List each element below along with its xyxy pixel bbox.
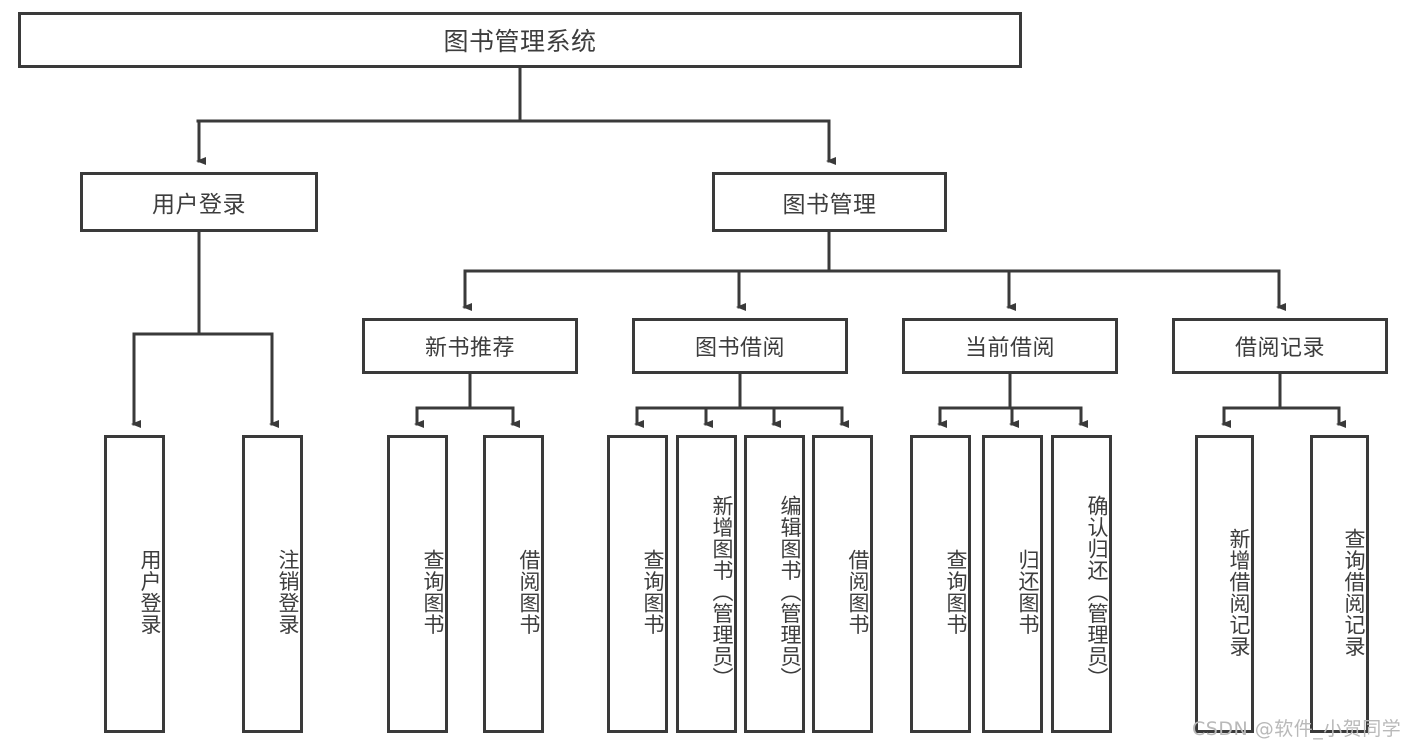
leaf-label: 查询图书 <box>421 549 445 635</box>
node-book-borrow-label: 图书借阅 <box>694 336 785 361</box>
leaf-label: 查询借阅记录 <box>1342 527 1366 657</box>
leaf-label: 注销登录 <box>276 549 300 635</box>
leaf-query-borrow-record[interactable]: 查询借阅记录 <box>1310 435 1369 733</box>
leaf-user-login[interactable]: 用户登录 <box>104 435 165 733</box>
leaf-borrow-book[interactable]: 借阅图书 <box>812 435 873 733</box>
leaf-borrow-book-recommend[interactable]: 借阅图书 <box>483 435 544 733</box>
node-book-management[interactable]: 图书管理 <box>712 172 947 232</box>
node-current-borrow[interactable]: 当前借阅 <box>902 318 1118 374</box>
leaf-label: 查询图书 <box>944 549 968 635</box>
node-current-borrow-label: 当前借阅 <box>964 336 1055 361</box>
leaf-add-book-admin[interactable]: 新增图书（管理员） <box>676 435 737 733</box>
leaf-query-book-borrow[interactable]: 查询图书 <box>607 435 668 733</box>
leaf-return-book[interactable]: 归还图书 <box>982 435 1043 733</box>
leaf-label: 编辑图书（管理员） <box>778 495 802 689</box>
leaf-query-book-current[interactable]: 查询图书 <box>910 435 971 733</box>
node-user-login-label: 用户登录 <box>152 192 246 218</box>
leaf-label: 借阅图书 <box>846 549 870 635</box>
leaf-label: 用户登录 <box>138 549 162 635</box>
leaf-confirm-return-admin[interactable]: 确认归还（管理员） <box>1051 435 1112 733</box>
node-root-label: 图书管理系统 <box>443 27 597 56</box>
leaf-add-borrow-record[interactable]: 新增借阅记录 <box>1195 435 1254 733</box>
node-root[interactable]: 图书管理系统 <box>18 12 1022 68</box>
leaf-label: 新增借阅记录 <box>1227 527 1251 657</box>
leaf-label: 归还图书 <box>1016 549 1040 635</box>
node-book-borrow[interactable]: 图书借阅 <box>632 318 848 374</box>
leaf-edit-book-admin[interactable]: 编辑图书（管理员） <box>744 435 805 733</box>
leaf-label: 借阅图书 <box>517 549 541 635</box>
node-borrow-records-label: 借阅记录 <box>1234 336 1325 361</box>
leaf-query-book-recommend[interactable]: 查询图书 <box>387 435 448 733</box>
node-book-management-label: 图书管理 <box>782 192 877 218</box>
node-borrow-records[interactable]: 借阅记录 <box>1172 318 1388 374</box>
node-new-book-recommend[interactable]: 新书推荐 <box>362 318 578 374</box>
leaf-label: 新增图书（管理员） <box>710 495 734 689</box>
node-new-book-recommend-label: 新书推荐 <box>424 336 515 361</box>
leaf-label: 查询图书 <box>641 549 665 635</box>
leaf-logout[interactable]: 注销登录 <box>242 435 303 733</box>
watermark: CSDN @软件_小贺同学 <box>1192 718 1402 740</box>
node-user-login[interactable]: 用户登录 <box>80 172 318 232</box>
leaf-label: 确认归还（管理员） <box>1085 495 1109 689</box>
